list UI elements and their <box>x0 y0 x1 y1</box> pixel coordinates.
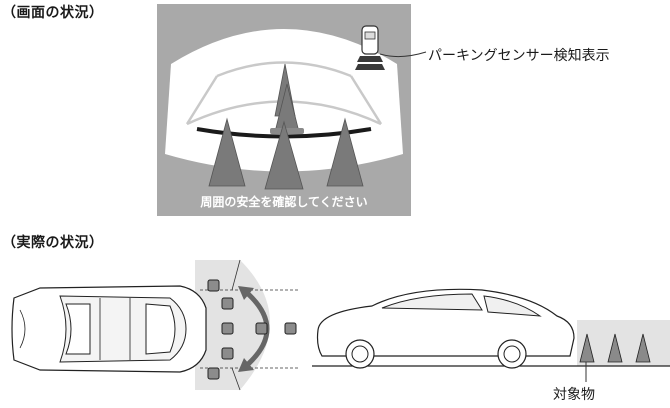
rear-sensor-markers <box>207 279 297 380</box>
car-top-view <box>11 285 207 373</box>
screen-caption: 周囲の安全を確認してください <box>200 195 368 209</box>
side-view-diagram <box>312 288 670 369</box>
car-side-view <box>316 288 575 369</box>
sensor-label: パーキングセンサー検知表示 <box>428 48 610 64</box>
object-label: 対象物 <box>553 387 595 403</box>
parking-sensor-indicator <box>355 25 385 70</box>
cone-front-center <box>264 120 304 190</box>
cone-front-left <box>208 117 246 187</box>
top-view-diagram <box>11 259 300 391</box>
object-cones <box>579 333 651 363</box>
camera-screen <box>157 4 411 216</box>
screen-section-heading: （画面の状況） <box>2 5 104 21</box>
sensor-leader-line <box>379 51 427 58</box>
object-leader-line <box>585 362 587 382</box>
real-section-heading: （実際の状況） <box>2 235 104 251</box>
cone-front-right <box>326 117 364 187</box>
